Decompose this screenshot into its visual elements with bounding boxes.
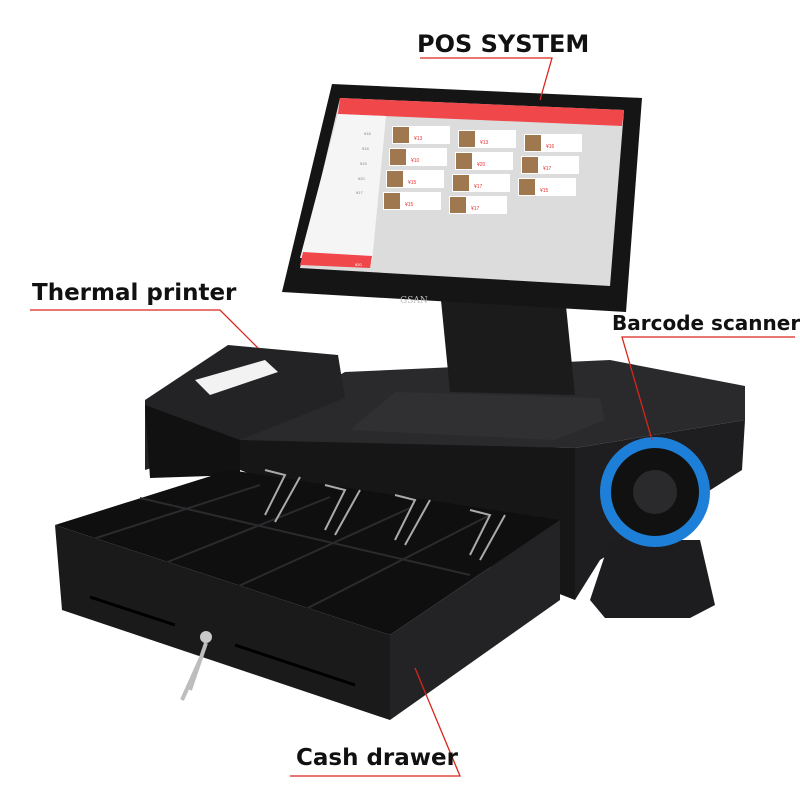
menu-item-image [459, 131, 475, 147]
menu-item-price: ¥13 [480, 140, 489, 146]
menu-item-image [393, 127, 409, 143]
menu-item-image [525, 135, 541, 151]
thermal-printer [145, 345, 345, 478]
menu-item-price: ¥15 [408, 180, 417, 186]
pos-system-label: POS SYSTEM [417, 30, 590, 58]
menu-item-price: ¥17 [474, 184, 483, 190]
menu-item-price: ¥20 [477, 162, 486, 168]
cart-price: ¥17 [356, 190, 363, 195]
cash-drawer [55, 469, 560, 720]
menu-item-price: ¥13 [414, 136, 423, 142]
menu-item-image [387, 171, 403, 187]
menu-item-image [450, 197, 466, 213]
menu-item-image [519, 179, 535, 195]
thermal-printer-label: Thermal printer [32, 280, 237, 306]
menu-item-price: ¥17 [471, 206, 480, 212]
menu-item-price: ¥15 [405, 202, 414, 208]
checkout-bar [300, 252, 372, 268]
menu-item-price: ¥15 [540, 188, 549, 194]
monitor-stand [350, 290, 605, 440]
monitor-brand-logo: GSAN [400, 296, 428, 306]
receipt-paper [195, 360, 278, 395]
screen-header [338, 98, 624, 126]
callout-lines [30, 57, 795, 777]
menu-items: ¥13 ¥13 ¥16 ¥10 ¥20 ¥17 ¥15 ¥17 ¥15 ¥15 ¥17 [383, 126, 582, 214]
cart-prices: ¥18 ¥18 ¥15 ¥20 ¥17 ¥20 [355, 131, 371, 267]
barcode-scanner-label: Barcode scanner [612, 311, 800, 335]
menu-item-price: ¥17 [543, 166, 552, 172]
menu-item-image [384, 193, 400, 209]
cart-price: ¥20 [358, 176, 365, 181]
menu-item-image [456, 153, 472, 169]
menu-item-image [390, 149, 406, 165]
menu-item-price: ¥16 [546, 144, 555, 150]
lock-icon [200, 631, 212, 643]
barcode-scanner [590, 437, 715, 618]
cart-price: ¥18 [362, 146, 369, 151]
cart-panel [300, 114, 386, 262]
menu-item-price: ¥10 [411, 158, 420, 164]
cart-total: ¥20 [355, 262, 362, 267]
cart-price: ¥15 [360, 161, 367, 166]
cart-price: ¥18 [364, 131, 371, 136]
cash-drawer-label: Cash drawer [296, 745, 458, 771]
bill-clips [264, 469, 506, 561]
menu-item-image [522, 157, 538, 173]
keys-icon [180, 642, 208, 701]
menu-item-image [453, 175, 469, 191]
